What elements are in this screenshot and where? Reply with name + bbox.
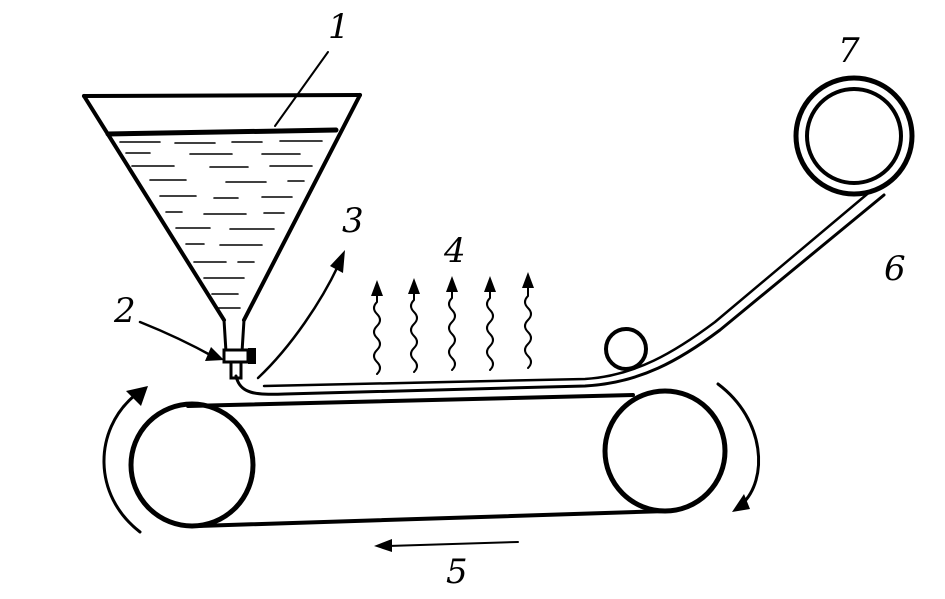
belt-bottom: [196, 509, 670, 528]
pointer-arrow-2: [138, 320, 216, 359]
hopper-rim: [82, 93, 362, 98]
evaporation-arrow-head: [446, 276, 458, 292]
valve-handle: [248, 348, 256, 364]
right-drum: [602, 388, 728, 514]
pointer-arrow-2-head: [205, 347, 224, 361]
evaporation-arrow-head: [484, 276, 496, 292]
left-rotation-arrow: [102, 394, 142, 534]
belt-direction-arrow: [387, 541, 519, 547]
evaporation-arrow-head: [522, 272, 534, 288]
evaporation-arrow: [373, 289, 381, 375]
hopper-neck-right: [240, 318, 246, 354]
label-6: 6: [884, 249, 906, 289]
valve: [222, 348, 256, 380]
take-up-roll-outer: [793, 75, 915, 197]
film-lower-edge: [234, 193, 886, 396]
right-rotation-arrow-head: [732, 494, 750, 512]
liquid-surface: [105, 127, 339, 137]
press-roller: [604, 327, 648, 371]
label-3: 3: [342, 201, 364, 241]
belt-direction-arrow-head: [374, 539, 392, 552]
vapour-arrow-3-head: [330, 250, 345, 273]
evaporation-arrow-head: [408, 278, 420, 294]
evaporation-arrow: [448, 285, 456, 371]
hopper-right-wall: [242, 93, 362, 322]
left-drum: [128, 401, 256, 529]
take-up-roll: [793, 75, 915, 197]
hopper: [82, 51, 362, 354]
hopper-neck-left: [222, 318, 228, 354]
belt-top: [186, 393, 635, 408]
take-up-roll-inner: [805, 87, 903, 185]
film-upper-edge: [262, 188, 874, 388]
evaporation-arrow: [486, 285, 494, 371]
label-1: 1: [328, 7, 350, 47]
right-rotation-arrow: [716, 382, 761, 506]
leader-line-1: [274, 51, 329, 127]
evaporation-arrow: [524, 283, 532, 369]
evaporation-arrow-head: [371, 280, 383, 296]
conveyor-belt: [128, 388, 728, 552]
label-5: 5: [446, 552, 468, 592]
liquid-fill: [119, 140, 323, 309]
label-4: 4: [443, 231, 466, 271]
hopper-left-wall: [82, 94, 226, 322]
valve-body: [222, 348, 250, 364]
film: [234, 188, 886, 396]
label-2: 2: [113, 291, 136, 331]
label-7: 7: [838, 31, 860, 71]
vapour-arrow-3: [256, 264, 340, 380]
evaporation-arrows: [371, 272, 534, 375]
evaporation-arrow: [410, 287, 418, 373]
left-rotation-arrow-head: [126, 386, 148, 406]
